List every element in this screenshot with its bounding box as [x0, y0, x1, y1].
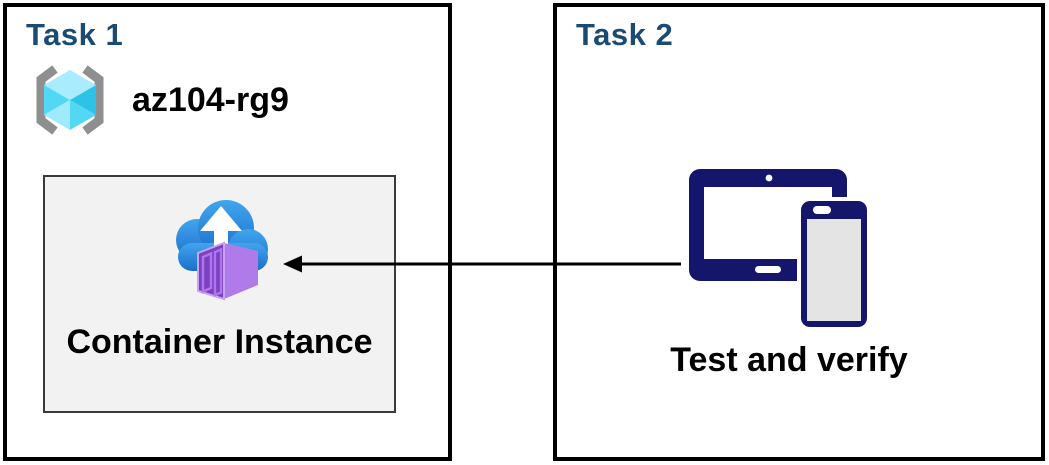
task1-title: Task 1	[26, 17, 124, 52]
cube-right-face	[70, 85, 96, 115]
phone-icon	[797, 197, 869, 331]
container-instance-label: Container Instance	[66, 323, 373, 361]
test-and-verify-label: Test and verify	[670, 341, 908, 379]
task1-box: Task 1 az104-rg9	[3, 3, 452, 461]
container-instance-icon	[175, 200, 268, 301]
cube-left-face	[44, 85, 70, 115]
container-door-right	[213, 247, 222, 297]
phone-speaker	[813, 206, 831, 214]
tablet-camera-dot	[765, 174, 773, 182]
devices-icon	[689, 169, 869, 331]
container-box	[196, 241, 258, 301]
phone-screen	[807, 219, 861, 321]
right-bracket	[82, 65, 104, 135]
container-door-left	[201, 251, 212, 294]
task2-box: Task 2 Test and verify	[553, 3, 1045, 461]
connector-arrow	[283, 255, 681, 273]
container-instance-card: Container Instance	[43, 175, 396, 413]
tablet-home-button	[755, 266, 781, 273]
resource-group-name: az104-rg9	[132, 80, 289, 119]
cube-bottom-right-face	[70, 100, 96, 130]
resource-group: az104-rg9	[28, 62, 289, 138]
left-bracket	[36, 65, 58, 135]
task2-title: Task 2	[576, 17, 674, 52]
cube-bottom-left-face	[44, 100, 70, 130]
resource-group-icon	[36, 65, 104, 135]
arrow-head	[283, 255, 302, 273]
